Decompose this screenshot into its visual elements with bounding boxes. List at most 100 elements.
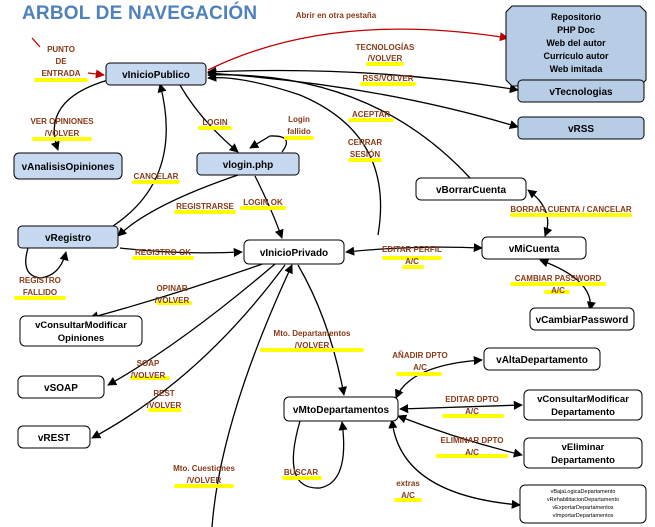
- label-buscar: BUSCAR: [284, 468, 318, 477]
- alta-label: vAltaDepartamento: [496, 355, 588, 366]
- external-item-4: Web imitada: [550, 64, 604, 74]
- node-borrar-cuenta[interactable]: vBorrarCuenta: [415, 177, 527, 201]
- node-cambiar-password[interactable]: vCambiarPassword: [529, 307, 635, 331]
- edge-cerrar: [207, 72, 382, 236]
- edge-aceptar: [207, 70, 471, 179]
- label-mto-cuestiones-1: Mto. Cuestiones: [173, 464, 235, 473]
- edge-login-fallido: [249, 135, 288, 153]
- entry-tick: [31, 37, 41, 48]
- label-opinar-2: /VOLVER: [155, 296, 190, 305]
- node-consultar-departamento[interactable]: vConsultarModificar Departamento: [523, 389, 643, 421]
- edges: [25, 28, 596, 527]
- external-item-1: PHP Doc: [557, 25, 595, 35]
- node-eliminar-departamento[interactable]: vEliminar Departamento: [523, 437, 643, 469]
- mtodep-label: vMtoDepartamentos: [293, 405, 390, 416]
- rss-label: vRSS: [568, 124, 594, 135]
- extras-item-2: vExportarDepartamentos: [552, 505, 613, 511]
- node-consultar-opiniones[interactable]: vConsultarModificar Opiniones: [19, 315, 143, 347]
- node-extras[interactable]: vBajaLogicaDepartamento vRehabilitacionD…: [519, 484, 647, 524]
- label-punto-3: ENTRADA: [41, 69, 80, 78]
- edge-rest: [91, 264, 286, 439]
- label-punto-2: DE: [55, 57, 67, 66]
- inicio-publico-label: vInicioPublico: [122, 70, 190, 81]
- edge-extras: [388, 419, 521, 509]
- node-soap[interactable]: vSOAP: [17, 375, 105, 399]
- label-registrarse: REGISTRARSE: [176, 202, 234, 211]
- label-editar-perfil-1: EDITAR PERFIL: [382, 245, 442, 254]
- node-alta-departamento[interactable]: vAltaDepartamento: [483, 347, 601, 371]
- eliminar-label-2: Departamento: [551, 455, 615, 466]
- rest-label: vREST: [38, 433, 70, 444]
- label-editar-dpto-2: A/C: [465, 407, 479, 416]
- edge-entry: [87, 69, 105, 79]
- label-rest-1: REST: [153, 389, 174, 398]
- node-registro[interactable]: vRegistro: [17, 225, 119, 249]
- label-eliminar-dpto-1: ELIMINAR DPTO: [441, 436, 504, 445]
- label-eliminar-dpto-2: A/C: [465, 448, 479, 457]
- label-cancelar: CANCELAR: [134, 172, 179, 181]
- edge-anadir: [395, 356, 483, 399]
- label-rss: RSS/VOLVER: [363, 74, 414, 83]
- edge-buscar: [292, 420, 348, 489]
- micuenta-label: vMiCuenta: [509, 244, 560, 255]
- edge-cancelar: [109, 83, 167, 229]
- label-ver-opiniones-1: VER OPINIONES: [30, 117, 94, 126]
- node-inicio-privado[interactable]: vInicioPrivado: [243, 239, 345, 265]
- label-soap-1: SOAP: [137, 359, 160, 368]
- node-mto-departamentos[interactable]: vMtoDepartamentos: [283, 396, 399, 422]
- label-editar-dpto-1: EDITAR DPTO: [445, 395, 498, 404]
- external-item-3: Currículo autor: [543, 51, 609, 61]
- node-external[interactable]: Repositorio PHP Doc Web del autor Curríc…: [505, 5, 647, 87]
- external-item-0: Repositorio: [551, 12, 602, 22]
- label-cambiar-password-1: CAMBIAR PASSWORD: [515, 274, 602, 283]
- label-registro-fallido-2: FALLIDO: [23, 288, 57, 297]
- external-item-2: Web del autor: [546, 38, 606, 48]
- inicio-privado-label: vInicioPrivado: [260, 248, 328, 259]
- edge-labels: PUNTO DE ENTRADA Abrir en otra pestaña T…: [19, 11, 632, 500]
- edge-registrarse: [117, 174, 239, 237]
- label-login-ok: LOGIN OK: [243, 198, 283, 207]
- node-rest[interactable]: vREST: [17, 425, 91, 449]
- label-rest-2: /VOLVER: [147, 401, 182, 410]
- label-tecnologias-1: TECNOLOGÍAS: [356, 43, 415, 52]
- label-mto-cuestiones-2: /VOLVER: [187, 476, 222, 485]
- node-analisis-opiniones[interactable]: vAnalisisOpiniones: [13, 152, 123, 180]
- node-login[interactable]: vlogin.php: [196, 152, 300, 176]
- edge-mto-dep: [297, 264, 347, 396]
- edge-rss: [207, 69, 519, 129]
- edge-soap: [107, 263, 276, 386]
- tecnologias-label: vTecnologias: [549, 87, 613, 98]
- label-extras-2: A/C: [401, 491, 415, 500]
- label-extras-1: extras: [396, 479, 420, 488]
- eliminar-label-1: vEliminar: [562, 442, 605, 453]
- label-soap-2: /VOLVER: [131, 371, 166, 380]
- label-cambiar-password-2: A/C: [551, 286, 565, 295]
- node-mi-cuenta[interactable]: vMiCuenta: [481, 236, 587, 260]
- label-registro-fallido-1: REGISTRO: [19, 276, 61, 285]
- label-login-fallido-2: fallido: [287, 127, 311, 136]
- edge-opinar: [89, 261, 269, 321]
- label-mto-dep-2: /VOLVER: [295, 341, 330, 350]
- label-anadir-2: A/C: [413, 363, 427, 372]
- consultar-dep-label-1: vConsultarModificar: [537, 394, 629, 405]
- node-tecnologias[interactable]: vTecnologias: [517, 79, 645, 103]
- consultar-dep-label-2: Departamento: [551, 407, 615, 418]
- edge-registro-ok: [119, 247, 243, 257]
- label-tecnologias-2: /VOLVER: [368, 54, 403, 63]
- label-editar-perfil-2: A/C: [405, 257, 419, 266]
- label-punto-1: PUNTO: [47, 45, 75, 54]
- edge-editar-perfil: [345, 243, 483, 256]
- label-cerrar-1: CERRAR: [348, 138, 382, 147]
- node-rss[interactable]: vRSS: [517, 116, 645, 140]
- soap-label: vSOAP: [44, 383, 78, 394]
- label-cerrar-2: SESIÓN: [350, 150, 380, 159]
- registro-label: vRegistro: [45, 233, 91, 244]
- node-inicio-publico[interactable]: vInicioPublico: [105, 62, 207, 86]
- label-login-fallido-1: Login: [288, 115, 310, 124]
- label-abrir: Abrir en otra pestaña: [296, 11, 377, 20]
- label-borrar-cancelar: BORRAR CUENTA / CANCELAR: [510, 205, 632, 214]
- extras-item-0: vBajaLogicaDepartamento: [551, 489, 616, 495]
- consultar-op-label-1: vConsultarModificar: [35, 320, 127, 331]
- analisis-label: vAnalisisOpiniones: [22, 162, 115, 173]
